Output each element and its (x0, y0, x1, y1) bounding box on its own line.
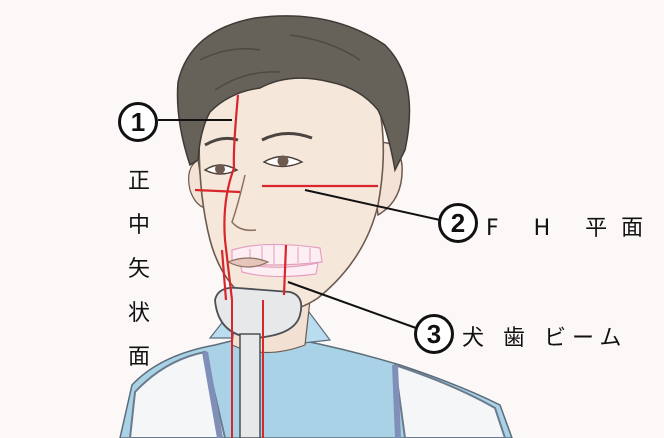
midsagittal-char: 矢 (128, 248, 150, 292)
canine-beam-label: 犬 歯 ビーム (462, 320, 627, 352)
callout-1: 1 (118, 102, 158, 142)
midsagittal-char: 状 (128, 292, 150, 336)
midsagittal-char: 正 (128, 160, 150, 204)
midsagittal-plane-label: 正 中 矢 状 面 (126, 160, 152, 380)
midsagittal-char: 中 (128, 204, 150, 248)
fh-plane-label: F H 平面 (486, 210, 657, 242)
callout-2: 2 (438, 203, 478, 243)
midsagittal-char: 面 (128, 336, 150, 380)
callout-3-number: 3 (427, 321, 441, 347)
callout-1-number: 1 (131, 109, 145, 135)
callout-3: 3 (414, 314, 454, 354)
bite-block-rod (240, 334, 260, 438)
callout-2-number: 2 (451, 210, 465, 236)
